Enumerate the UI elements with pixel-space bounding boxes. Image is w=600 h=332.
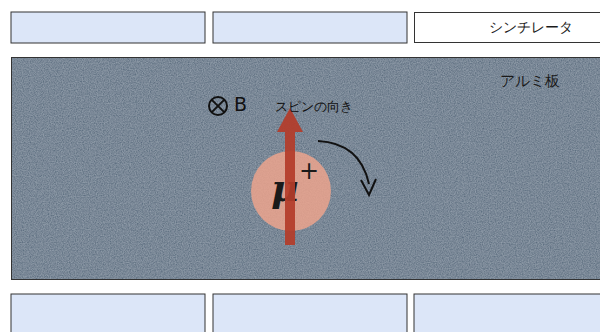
aluminum-plate: アルミ板 μ+ (11, 57, 600, 280)
aluminum-plate-texture (11, 57, 600, 280)
magnetic-field-symbol (209, 97, 227, 115)
scintillator-box (213, 294, 407, 332)
scintillator-box-text: シンチレータ (489, 19, 573, 37)
spin-direction-label: スピンの向き (275, 98, 353, 116)
field-label: B (234, 93, 247, 115)
scintillator-box: シンチレータ (414, 12, 600, 43)
aluminum-plate-text: アルミ板 (500, 72, 560, 91)
muon-circle-text: + (299, 157, 319, 185)
spin-arrow (277, 108, 303, 245)
scintillator-box (213, 12, 407, 43)
scintillator-box (11, 12, 205, 43)
muon-circle: μ+ (251, 151, 331, 231)
scintillator-box (11, 294, 205, 332)
scintillator-box (414, 294, 600, 332)
rotation-arrow (318, 141, 376, 195)
muon-circle-text: μ (271, 165, 299, 210)
